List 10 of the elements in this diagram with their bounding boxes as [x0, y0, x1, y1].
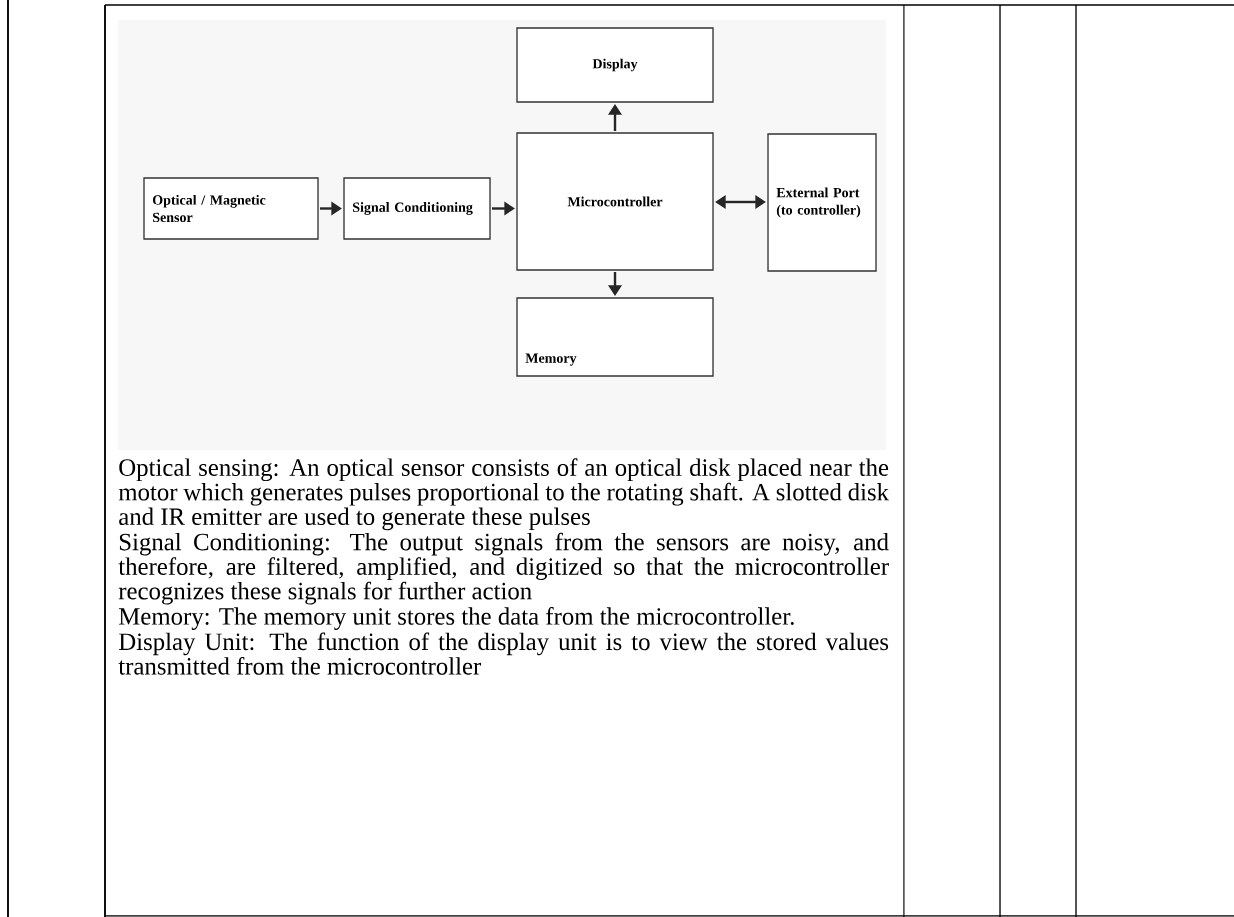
paragraph: Memory: The memory unit stores the data from the microcontroller. [119, 607, 794, 630]
block-box: Optical / Magnetic Sensor [143, 177, 319, 240]
paragraph: Optical sensing: An optical sensor consists of an optical disk placed near the motor which generates pulses proportional to the rotating shaft. A slotted disk and IR emitter are used to generate these pulses [118, 458, 889, 531]
block-box: Display [516, 27, 714, 103]
paragraph: Display Unit: The function of the display unit is to view the stored values transmitted from the microcontroller [118, 632, 889, 675]
block-box: Memory [516, 297, 714, 377]
paragraph: Signal Conditioning: The output signals from the sensors are noisy, and therefore, are filtered, amplified, and digitized so that the microcontroller recognizes these signals for further action [118, 532, 889, 605]
block-box: Microcontroller [516, 132, 714, 271]
block-box: External Port (to controller) [767, 133, 877, 272]
block-box: Signal Conditioning [343, 177, 491, 240]
